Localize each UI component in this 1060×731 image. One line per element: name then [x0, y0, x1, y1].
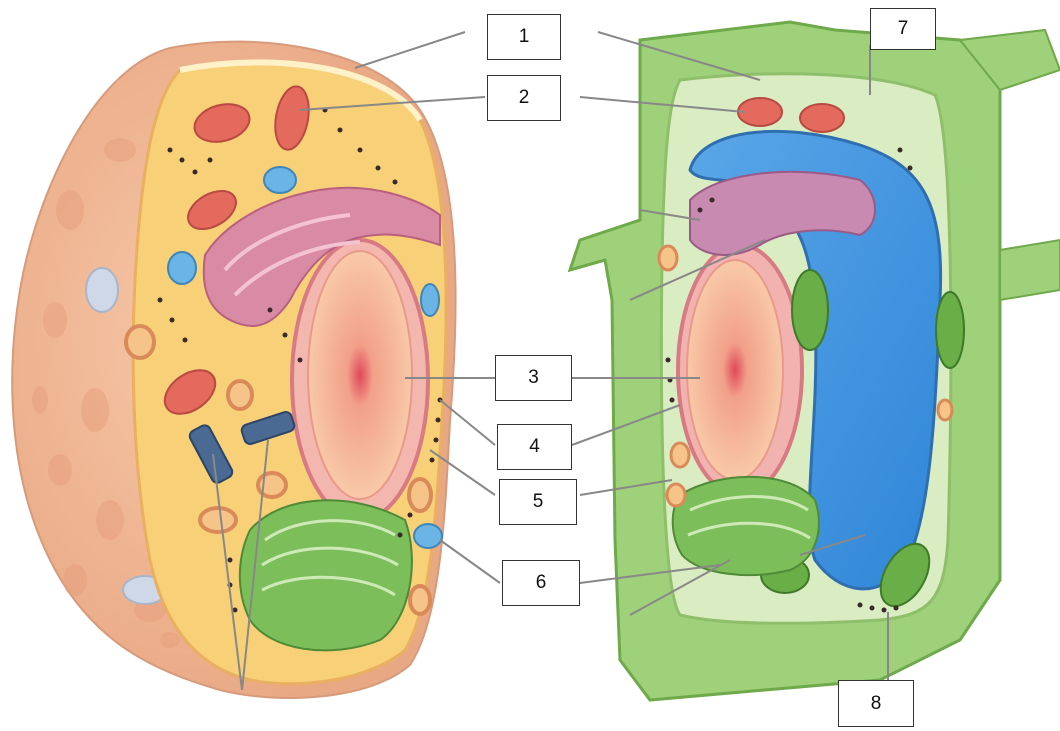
- golgi-apparatus: [240, 500, 412, 650]
- label-box-1: 1: [487, 14, 561, 60]
- label-text: 8: [871, 693, 882, 715]
- animal-cell: [12, 32, 500, 698]
- label-text: 7: [898, 18, 909, 40]
- label-box-8: 8: [838, 680, 914, 727]
- label-box-6: 6: [502, 560, 580, 606]
- label-text: 4: [529, 436, 540, 458]
- label-text: 2: [519, 87, 530, 109]
- label-box-3: 3: [495, 355, 572, 401]
- golgi-apparatus-plant: [673, 477, 819, 575]
- label-text: 6: [536, 572, 547, 594]
- surface-vesicle: [86, 268, 118, 312]
- plant-cell: [570, 22, 1060, 700]
- label-text: 5: [533, 491, 544, 513]
- label-box-4: 4: [497, 424, 572, 470]
- label-box-7: 7: [870, 8, 936, 50]
- nucleus: [308, 251, 412, 499]
- label-box-5: 5: [499, 479, 577, 525]
- label-text: 3: [528, 367, 539, 389]
- label-text: 1: [519, 26, 530, 48]
- label-box-2: 2: [487, 75, 561, 121]
- nucleus-plant: [687, 260, 783, 480]
